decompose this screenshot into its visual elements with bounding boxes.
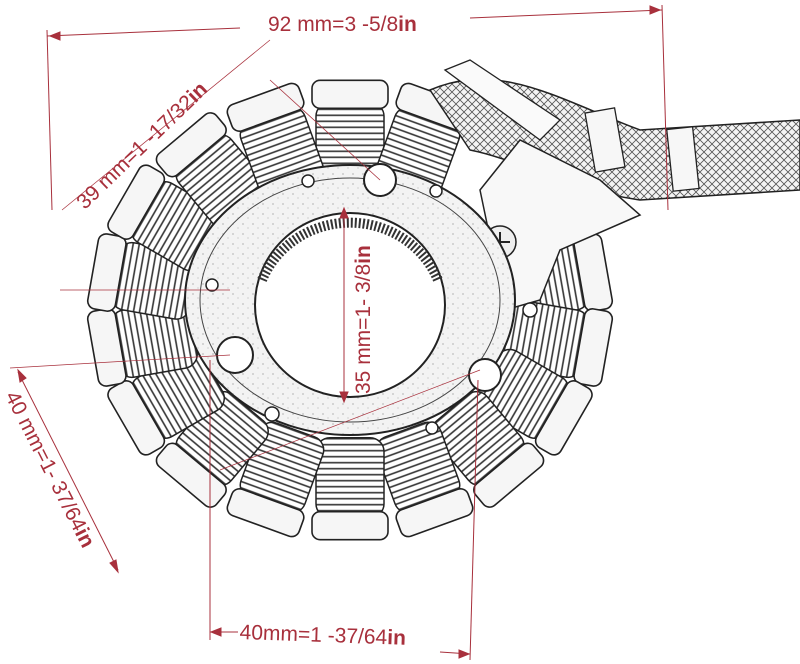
coil-pole (375, 421, 474, 538)
coil-pole (502, 300, 614, 387)
dimension-label-inner-diameter: 35 mm=1- 3/8in (352, 245, 375, 394)
stator-ring (184, 163, 538, 436)
coil-pole (431, 390, 545, 508)
coil-pole (311, 436, 389, 541)
dimension-lines (9, 4, 669, 661)
coil-pole (311, 79, 389, 184)
dimension-label-outer-diameter: 92 mm=3 -5/8in (268, 13, 417, 36)
dimension-label-hole-spacing-bottom: 40mm=1 -37/64in (239, 621, 407, 650)
wire-harness (428, 59, 800, 311)
mounting-hole-icon (216, 336, 254, 374)
mounting-hole-icon (468, 358, 502, 392)
